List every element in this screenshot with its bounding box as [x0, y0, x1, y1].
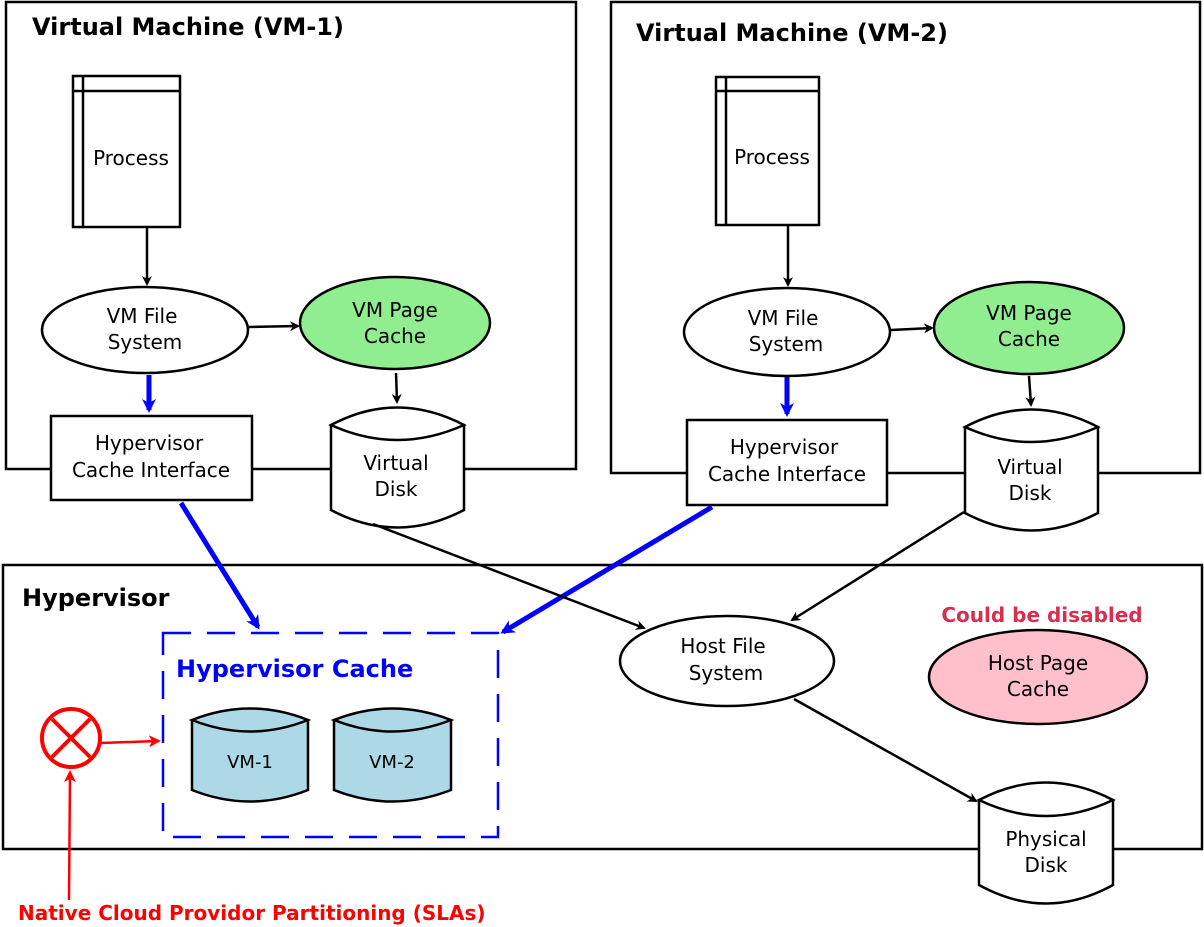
vm2-container: Virtual Machine (VM-2) Process VM File S… — [609, 0, 1202, 532]
vm2-arrow-pagecache-to-vdisk — [1025, 375, 1036, 407]
svg-text:Host File: Host File — [680, 634, 765, 658]
svg-text:Disk: Disk — [1025, 853, 1068, 877]
vm2-box — [609, 0, 1202, 475]
vm1-container: Virtual Machine (VM-1) Process VM File S… — [4, 0, 578, 529]
cache-slot-vm1: VM-1 — [188, 707, 312, 803]
vm2-page-cache: VM Page Cache — [932, 280, 1126, 376]
svg-text:VM-2: VM-2 — [369, 752, 415, 773]
arrow-vm2-vdisk-to-host-fs — [790, 510, 965, 622]
vm1-arrow-fs-to-pagecache — [248, 321, 300, 332]
hypervisor-title: Hypervisor — [22, 584, 170, 612]
vm1-box — [4, 0, 578, 471]
arrow-vm1-hci-to-hypervisor-cache — [178, 501, 261, 630]
vm1-arrow-pagecache-to-vdisk — [391, 372, 402, 404]
disabled-note: Could be disabled — [941, 603, 1142, 627]
vm1-process: Process — [71, 74, 182, 229]
host-file-system: Host File System — [618, 614, 836, 708]
vm2-title: Virtual Machine (VM-2) — [636, 19, 948, 47]
svg-text:VM Page: VM Page — [352, 298, 438, 322]
vm2-file-system: VM File System — [682, 286, 892, 378]
svg-text:Cache: Cache — [1007, 677, 1069, 701]
vm2-process-label: Process — [734, 145, 810, 169]
svg-text:VM Page: VM Page — [986, 301, 1072, 325]
svg-text:Disk: Disk — [375, 477, 418, 501]
vm2-hypervisor-cache-interface: Hypervisor Cache Interface — [685, 418, 889, 507]
svg-text:VM File: VM File — [107, 304, 178, 328]
arrow-vm1-vdisk-to-host-fs — [372, 522, 646, 630]
svg-text:System: System — [689, 661, 764, 685]
vm2-arrow-fs-to-pagecache — [890, 323, 934, 334]
svg-text:Disk: Disk — [1009, 481, 1052, 505]
svg-text:Hypervisor: Hypervisor — [95, 431, 204, 455]
vm1-hypervisor-cache-interface: Hypervisor Cache Interface — [49, 414, 254, 502]
vm2-process: Process — [714, 75, 821, 227]
svg-text:VM-1: VM-1 — [227, 752, 273, 773]
host-page-cache: Host Page Cache — [927, 628, 1149, 726]
physical-disk: Physical Disk — [976, 781, 1116, 905]
svg-text:Host Page: Host Page — [988, 651, 1088, 675]
vm1-title: Virtual Machine (VM-1) — [32, 13, 344, 41]
svg-text:Cache Interface: Cache Interface — [708, 462, 866, 486]
svg-text:Virtual: Virtual — [363, 451, 428, 475]
svg-text:System: System — [749, 332, 824, 356]
svg-text:Virtual: Virtual — [997, 455, 1062, 479]
svg-text:Cache: Cache — [364, 324, 426, 348]
partitioning-label: Native Cloud Providor Partitioning (SLAs… — [18, 901, 486, 925]
vm1-virtual-disk: Virtual Disk — [328, 406, 467, 529]
svg-text:Hypervisor: Hypervisor — [730, 435, 839, 459]
svg-text:Physical: Physical — [1005, 827, 1086, 851]
svg-text:VM File: VM File — [748, 306, 819, 330]
vm1-page-cache: VM Page Cache — [298, 275, 492, 371]
partitioning-x-icon — [40, 707, 102, 769]
hypervisor-cache-title: Hypervisor Cache — [176, 655, 413, 683]
arrow-host-fs-to-physical-disk — [793, 697, 978, 803]
hypervisor-cache-region: Hypervisor Cache VM-1 VM-2 — [161, 631, 500, 839]
arrow-partition-to-cache — [100, 735, 161, 748]
vm1-file-system: VM File System — [40, 285, 250, 375]
svg-text:System: System — [108, 330, 183, 354]
svg-text:Cache: Cache — [998, 327, 1060, 351]
arrow-label-to-partition — [63, 770, 76, 901]
vm2-virtual-disk: Virtual Disk — [962, 408, 1101, 532]
vm1-process-label: Process — [93, 146, 169, 170]
svg-text:Cache Interface: Cache Interface — [72, 458, 230, 482]
cache-slot-vm2: VM-2 — [330, 707, 455, 803]
arrow-vm2-hci-to-hypervisor-cache — [500, 504, 714, 635]
